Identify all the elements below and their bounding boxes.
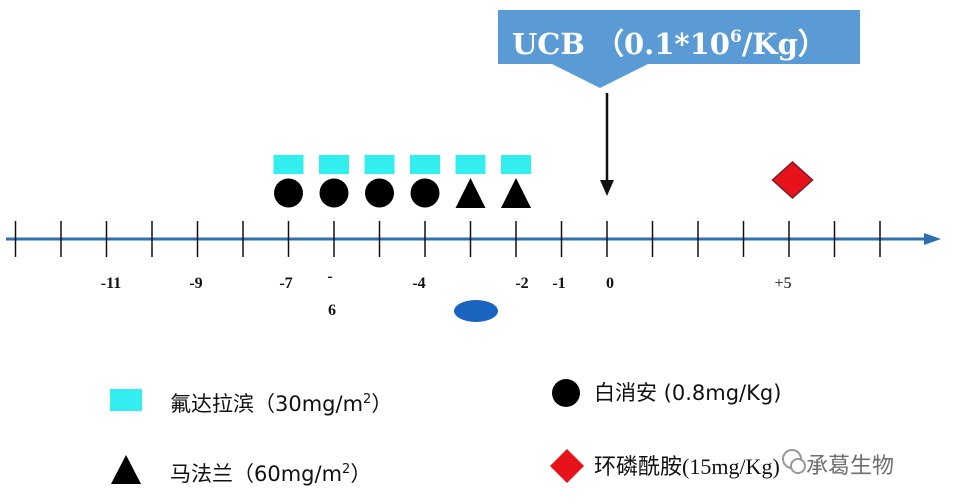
- busulfan-markers: [274, 178, 440, 208]
- triangle-icon: [111, 455, 141, 484]
- fludarabine-dose-square: [319, 155, 349, 174]
- tick-label-minus-7: -7: [279, 275, 293, 292]
- tick-label-minus-11: -11: [100, 275, 122, 292]
- melphalan-dose-triangle: [455, 178, 486, 208]
- red-diamond-icon: [550, 449, 584, 483]
- legend-fludarabine: 氟达拉滨（30mg/m2）: [170, 392, 393, 416]
- fludarabine-dose-square: [273, 155, 304, 174]
- infusion-arrow-head: [600, 180, 614, 196]
- ucb-dose-label: UCB （0.1*106/Kg）: [512, 27, 827, 61]
- fludarabine-dose-square: [364, 155, 395, 174]
- fludarabine-dose-square: [410, 155, 440, 174]
- tick-label-minus-2: -2: [515, 275, 529, 292]
- ucb-callout-box: [498, 10, 860, 88]
- busulfan-dose-circle: [365, 178, 394, 208]
- tick-label-minus-sign: -: [327, 268, 333, 285]
- tick-label-minus-4: -4: [412, 275, 426, 292]
- cyan-square-icon: [110, 389, 142, 411]
- blue-oval-marker: [454, 300, 498, 322]
- busulfan-dose-circle: [274, 178, 303, 208]
- wechat-icon: [782, 449, 806, 474]
- busulfan-dose-circle: [410, 178, 440, 208]
- cyclophosphamide-dose-diamond: [771, 160, 814, 200]
- tick-label-minus-9: -9: [189, 275, 203, 292]
- timeline-axis-arrowhead: [924, 233, 941, 245]
- tick-label-0: 0: [606, 275, 614, 292]
- circle-icon: [552, 379, 580, 407]
- timeline-ticks: [14, 221, 881, 257]
- melphalan-dose-triangle: [501, 178, 531, 208]
- busulfan-dose-circle: [319, 178, 349, 208]
- watermark-text: 承葛生物: [806, 454, 895, 479]
- legend-melphalan: 马法兰（60mg/m2）: [170, 462, 372, 486]
- fludarabine-dose-square: [501, 155, 531, 174]
- tick-label-plus-5: +5: [774, 275, 792, 292]
- fludarabine-dose-square: [455, 155, 486, 174]
- legend-cyclophosphamide: 环磷酰胺(15mg/Kg): [594, 454, 780, 479]
- cyclophosphamide-markers: [771, 160, 814, 200]
- tick-label-6: 6: [328, 302, 336, 319]
- fludarabine-markers: [273, 155, 531, 174]
- legend-busulfan: 白消安 (0.8mg/Kg): [594, 381, 782, 405]
- melphalan-markers: [455, 178, 531, 208]
- tick-label-minus-1: -1: [552, 275, 566, 292]
